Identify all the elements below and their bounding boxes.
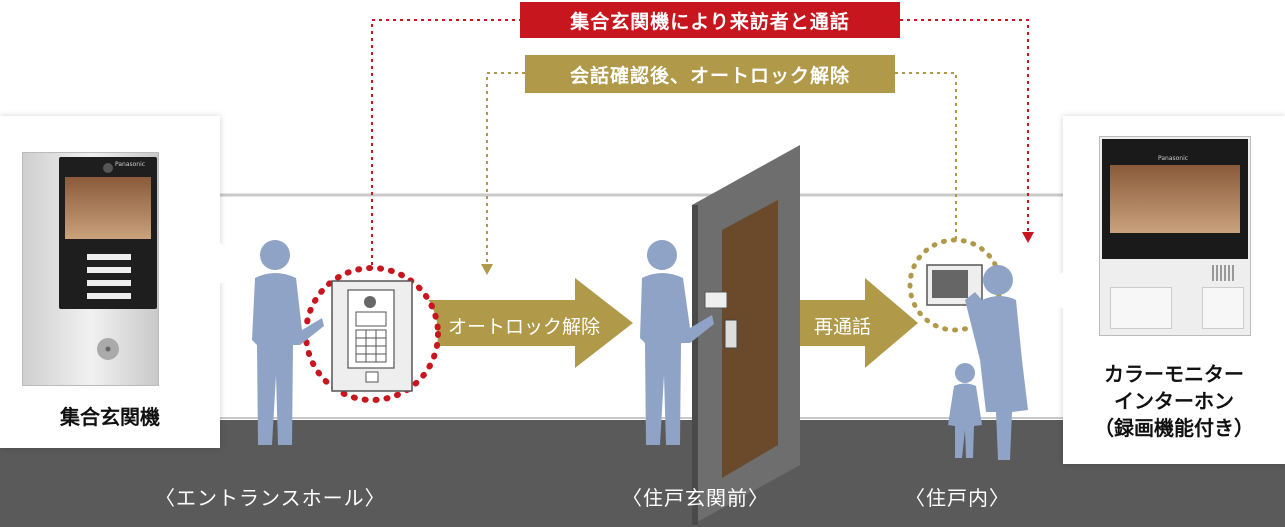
gold-arrow-head: [481, 264, 493, 275]
left-panel-pointer: [216, 240, 256, 285]
device-speaker-icon: [97, 338, 119, 360]
device-camera-icon: [103, 163, 113, 173]
red-connector-left: [371, 19, 520, 272]
door-intercom-icon: [704, 291, 728, 309]
entrance-panel-screen: [355, 311, 387, 327]
monitor-unlock-button[interactable]: [1202, 287, 1244, 329]
caption-line-1: カラーモニター: [1104, 362, 1244, 386]
entrance-device-panel: Panasonic 集合玄関機: [0, 116, 220, 448]
monitor-screen-image: [1110, 165, 1240, 233]
caption-line-2: インターホン: [1114, 389, 1234, 413]
visitor-silhouette-hall: [252, 240, 324, 445]
device-screen: [65, 177, 151, 239]
monitor-talk-button[interactable]: [1110, 287, 1172, 329]
location-inside: 〈住戸内〉: [905, 486, 1010, 510]
entrance-device-image: Panasonic: [22, 152, 159, 386]
caption-line-3: （録画機能付き）: [1094, 416, 1254, 440]
door-handle-icon: [724, 319, 738, 349]
resident-silhouette-adult: [965, 265, 1028, 460]
recall-arrow-label: 再通話: [814, 316, 872, 338]
device-keypad: [87, 247, 131, 299]
monitor-display: Panasonic: [1102, 139, 1248, 259]
resident-silhouette-child: [948, 363, 982, 458]
location-entrance-hall: 〈エントランスホール〉: [155, 486, 386, 510]
room-monitor-caption: カラーモニター インターホン （録画機能付き）: [1063, 361, 1285, 442]
monitor-brand-label: Panasonic: [1158, 155, 1189, 162]
gold-banner: 会話確認後、オートロック解除: [525, 55, 895, 93]
room-monitor-panel: Panasonic カラーモニター インターホン （録画機能付き）: [1063, 116, 1285, 464]
visitor-silhouette-door: [640, 240, 714, 445]
door-leaf: [722, 200, 778, 478]
right-panel-pointer: [1027, 270, 1067, 310]
autolock-arrow: [420, 278, 633, 368]
camera-icon: [364, 296, 376, 308]
speaker-icon: [365, 371, 379, 383]
red-connector-right: [900, 19, 1029, 238]
red-banner: 集合玄関機により来訪者と通話: [520, 2, 900, 38]
room-monitor-screen: [932, 270, 968, 298]
monitor-speaker-grille: [1212, 265, 1236, 281]
device-brand-label: Panasonic: [115, 161, 146, 168]
recall-arrow: [800, 278, 918, 368]
red-arrow-head: [1022, 232, 1034, 243]
autolock-arrow-label: オートロック解除: [448, 316, 601, 338]
location-front-door: 〈住戸玄関前〉: [622, 486, 769, 510]
gold-connector-left: [486, 72, 525, 268]
room-monitor-device: Panasonic: [1099, 136, 1251, 336]
keypad-icon: [355, 329, 387, 363]
entrance-device-face: Panasonic: [59, 157, 157, 309]
entrance-device-caption: 集合玄関機: [60, 405, 160, 429]
